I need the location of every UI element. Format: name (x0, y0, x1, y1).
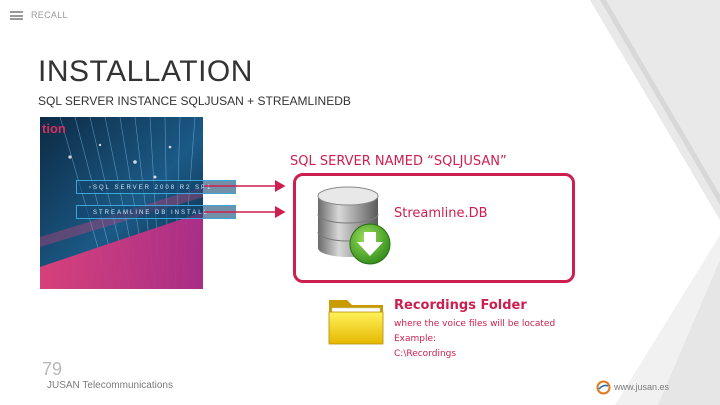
sql-server-title: SQL SERVER NAMED “SQLJUSAN” (290, 154, 507, 169)
poster-word: tion (42, 121, 66, 136)
recordings-description: where the voice files will be located (394, 319, 556, 329)
slide-subtitle: SQL SERVER INSTANCE SQLJUSAN + STREAMLIN… (38, 94, 351, 108)
decorative-diagonal-shapes (590, 0, 720, 405)
database-label: Streamline.DB (394, 206, 488, 221)
sql-server-install-button[interactable]: SQL SERVER 2008 R2 SP1 (76, 180, 236, 194)
jusan-logo-icon (596, 380, 611, 395)
recordings-example-label: Example: (394, 334, 437, 344)
hamburger-icon[interactable] (10, 11, 23, 20)
sql-server-box (293, 173, 575, 283)
footer-company: JUSAN Telecommunications (47, 380, 173, 391)
poster-background (40, 116, 203, 290)
recordings-example-path: C:\Recordings (394, 349, 457, 359)
footer-url[interactable]: www.jusan.es (614, 382, 670, 392)
database-icon (317, 186, 391, 265)
folder-icon (328, 300, 384, 345)
slide-title: INSTALLATION (38, 55, 253, 88)
installer-poster-image: tion SQL SERVER 2008 R2 SP1 STREAMLINE D… (40, 116, 236, 290)
recall-label: RECALL (31, 10, 68, 20)
recordings-folder-title: Recordings Folder (394, 298, 527, 313)
page-number: 79 (42, 359, 63, 379)
